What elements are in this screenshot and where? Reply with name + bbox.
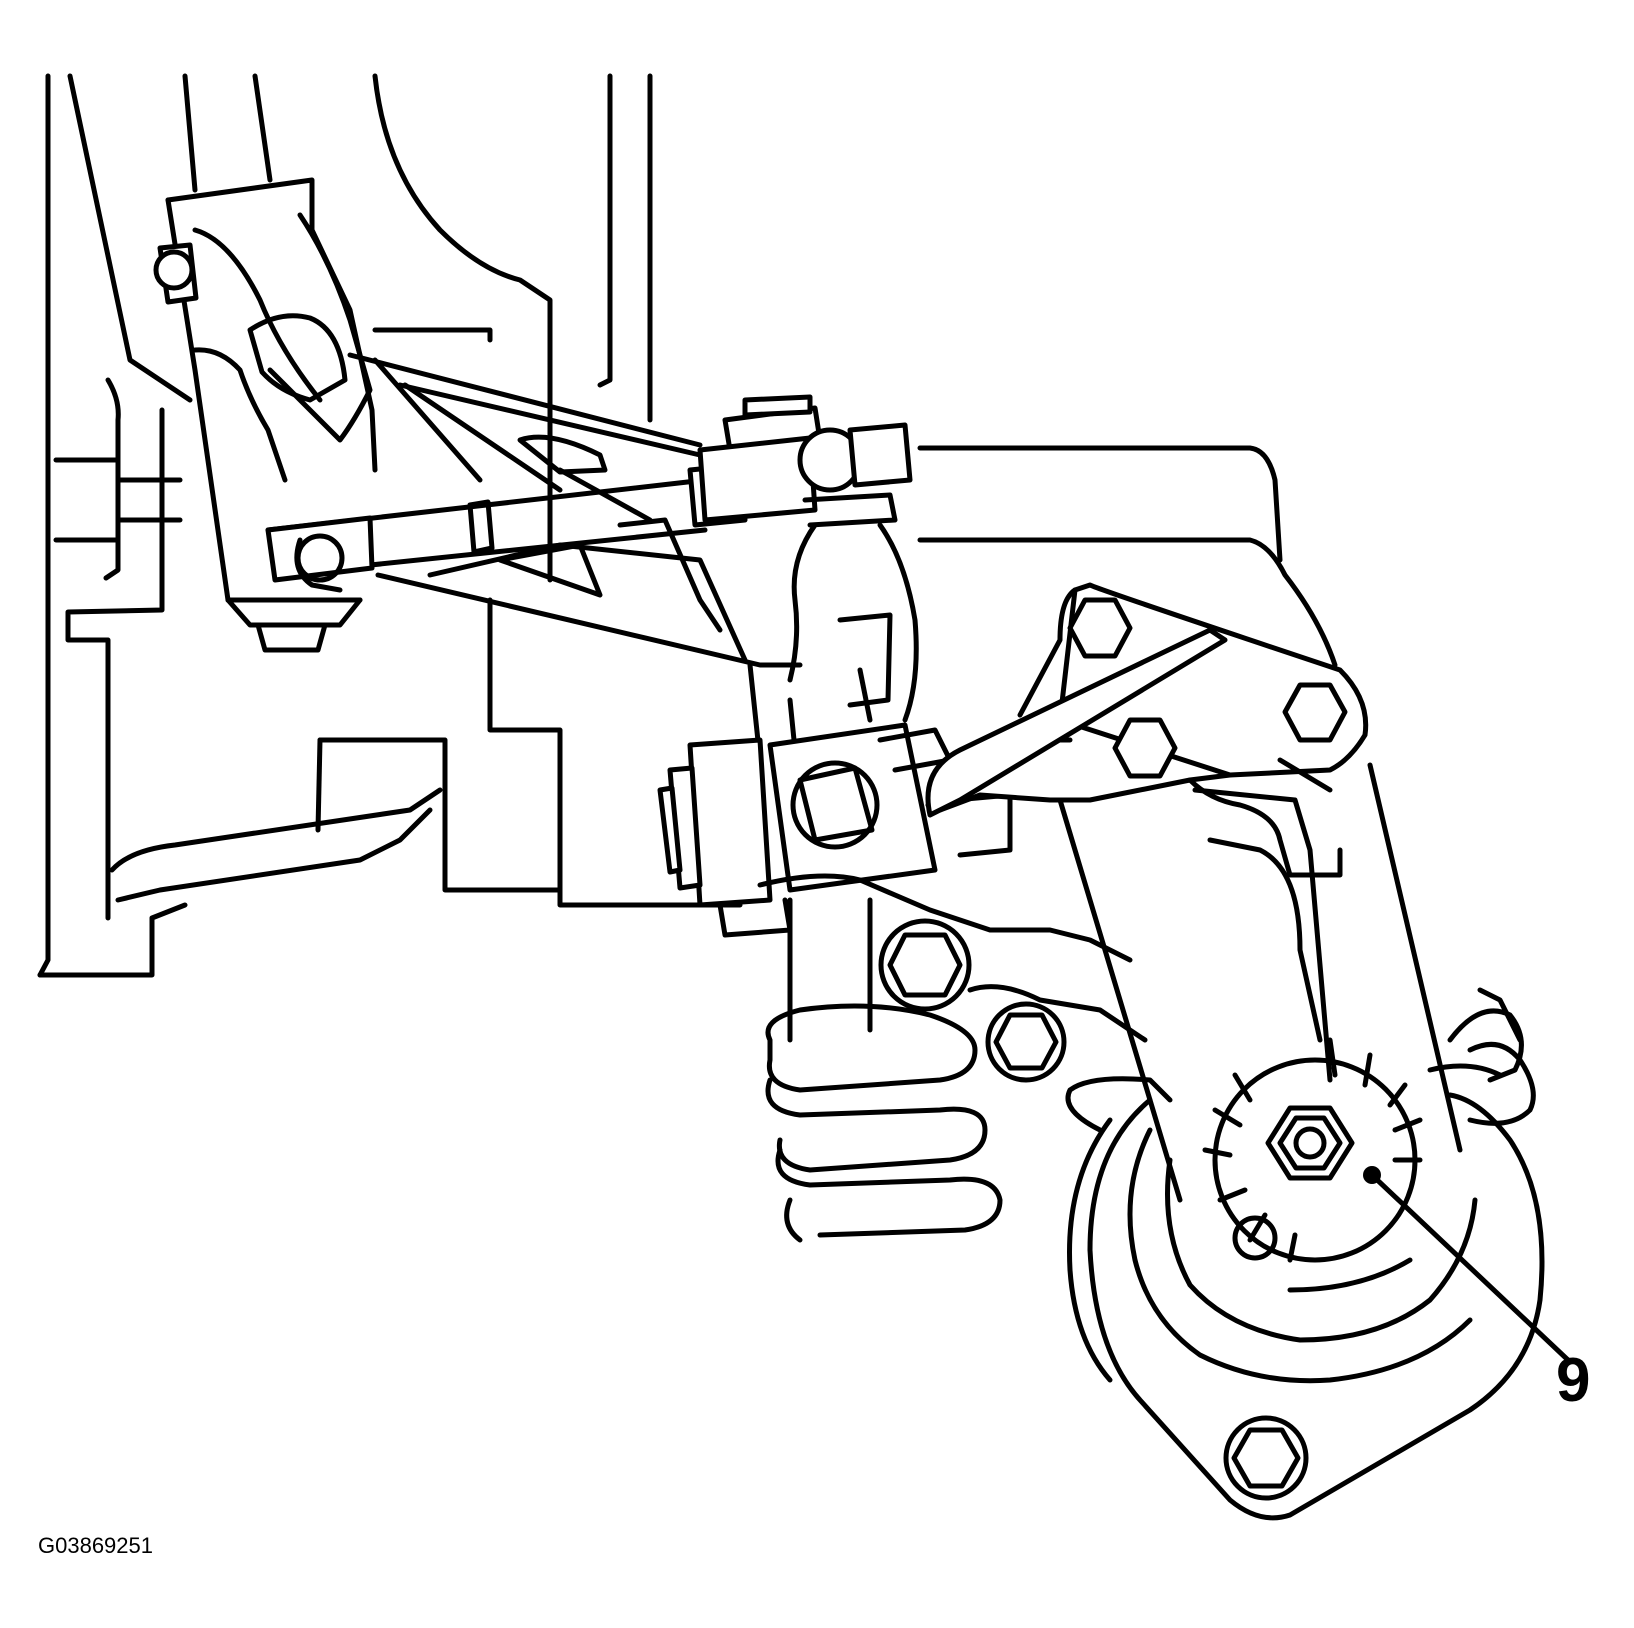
pivot-assembly [697,394,919,763]
hex-nut [1265,1105,1355,1181]
slotted-disc [1202,1037,1423,1263]
lower-mount-bolt [1223,1415,1309,1501]
lever-arm [925,582,1369,878]
callout-9-leader [1363,1166,1571,1363]
callout-label-9: 9 [1556,1346,1591,1415]
lower-arm [1057,762,1463,1203]
figure-id: G03869251 [38,1533,153,1558]
bellows-boot [765,897,1003,1243]
pulley-housing [1065,987,1545,1521]
lower-center-bolts [757,873,1148,1083]
connecting-rod [265,462,748,593]
left-housing [37,73,563,978]
upper-body [372,73,1338,908]
linkage-arm [347,352,803,668]
upper-left-bracket [153,177,378,653]
slider-block [657,722,1013,938]
